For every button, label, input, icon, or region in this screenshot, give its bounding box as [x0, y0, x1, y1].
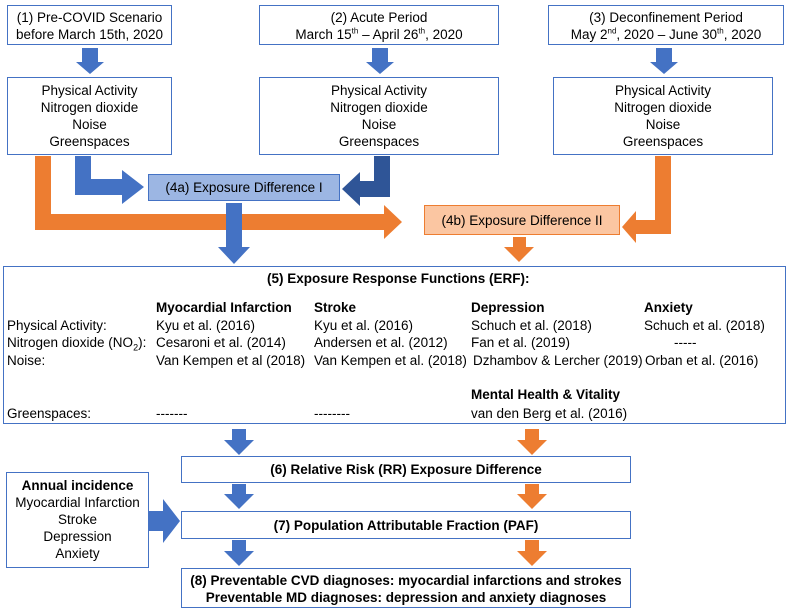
- scenario-1-dates: before March 15th, 2020: [15, 27, 164, 42]
- erf-cell: Orban et al. (2016): [645, 353, 759, 368]
- preventable-diagnoses-box: (8) Preventable CVD diagnoses: myocardia…: [181, 568, 631, 608]
- exposure-physical-activity: Physical Activity: [614, 83, 712, 98]
- erf-cell: van den Berg et al. (2016): [471, 406, 628, 421]
- preventable-cvd-line: (8) Preventable CVD diagnoses: myocardia…: [190, 573, 622, 588]
- exposure-difference-2-box: (4b) Exposure Difference II: [424, 205, 620, 235]
- erf-cell: Dzhambov & Lercher (2019): [473, 353, 643, 368]
- arrow-s2-down: [366, 48, 394, 74]
- erf-cell: Van Kempen et al. (2018): [314, 353, 467, 368]
- arrow-rr-to-paf-blue: [224, 484, 254, 509]
- arrow-s1-to-diff1: [75, 156, 144, 204]
- erf-row-label: Greenspaces:: [7, 406, 92, 421]
- exposure-difference-1-box: (4a) Exposure Difference I: [148, 174, 340, 201]
- erf-header-depression: Depression: [471, 300, 545, 315]
- arrow-erf-to-rr-blue: [224, 429, 254, 455]
- erf-cell: Schuch et al. (2018): [471, 318, 592, 333]
- scenario-3-dates: May 2nd, 2020 – June 30th, 2020: [570, 26, 762, 42]
- scenario-3-box: (3) Deconfinement Period May 2nd, 2020 –…: [548, 5, 784, 45]
- arrow-rr-to-paf-orange: [517, 484, 547, 509]
- arrow-s1-down: [76, 48, 104, 74]
- arrow-paf-to-final-orange: [517, 540, 547, 566]
- scenario-1-box: (1) Pre-COVID Scenario before March 15th…: [7, 5, 172, 45]
- erf-cell: Fan et al. (2019): [471, 335, 571, 350]
- arrow-incidence-to-paf: [149, 499, 180, 543]
- relative-risk-box: (6) Relative Risk (RR) Exposure Differen…: [181, 456, 631, 483]
- exposure-nitrogen-dioxide: Nitrogen dioxide: [40, 100, 139, 115]
- exposure-difference-1-label: (4a) Exposure Difference I: [165, 180, 323, 195]
- arrow-s3-to-diff2: [622, 156, 671, 243]
- exposures-box-2: Physical Activity Nitrogen dioxide Noise…: [259, 77, 499, 155]
- annual-incidence-title: Annual incidence: [21, 478, 134, 493]
- arrow-erf-to-rr-orange: [517, 429, 547, 455]
- annual-incidence-box: Annual incidence Myocardial Infarction S…: [6, 472, 149, 568]
- relative-risk-label: (6) Relative Risk (RR) Exposure Differen…: [270, 462, 542, 477]
- incidence-item: Depression: [43, 529, 112, 544]
- exposure-nitrogen-dioxide: Nitrogen dioxide: [330, 100, 428, 115]
- scenario-2-title: (2) Acute Period: [330, 10, 428, 25]
- exposure-physical-activity: Physical Activity: [330, 83, 428, 98]
- paf-label: (7) Population Attributable Fraction (PA…: [273, 518, 539, 533]
- erf-row-label: Physical Activity:: [7, 318, 107, 333]
- exposures-box-1: Physical Activity Nitrogen dioxide Noise…: [7, 77, 172, 155]
- incidence-item: Stroke: [57, 512, 98, 527]
- incidence-item: Myocardial Infarction: [15, 495, 140, 510]
- exposure-noise: Noise: [72, 117, 107, 132]
- erf-cell: Cesaroni et al. (2014): [156, 335, 286, 350]
- erf-cell: Kyu et al. (2016): [156, 318, 256, 333]
- erf-title: (5) Exposure Response Functions (ERF):: [267, 271, 530, 286]
- erf-cell: -----: [674, 335, 697, 350]
- arrow-diff2-to-erf: [504, 237, 534, 262]
- erf-row-label: Nitrogen dioxide (NO2):: [7, 335, 147, 353]
- scenario-2-box: (2) Acute Period March 15th – April 26th…: [259, 5, 499, 45]
- exposure-difference-2-label: (4b) Exposure Difference II: [441, 213, 603, 228]
- erf-header-anxiety: Anxiety: [644, 300, 693, 315]
- exposure-greenspaces: Greenspaces: [622, 134, 704, 149]
- erf-header-stroke: Stroke: [314, 300, 357, 315]
- incidence-item: Anxiety: [55, 546, 100, 561]
- scenario-2-dates: March 15th – April 26th, 2020: [295, 26, 463, 42]
- arrow-s2-to-diff1: [342, 156, 390, 206]
- exposure-physical-activity: Physical Activity: [41, 83, 138, 98]
- exposure-greenspaces: Greenspaces: [49, 134, 130, 149]
- erf-cell: Andersen et al. (2012): [314, 335, 448, 350]
- exposure-greenspaces: Greenspaces: [338, 134, 420, 149]
- paf-box: (7) Population Attributable Fraction (PA…: [181, 511, 631, 539]
- scenario-3-title: (3) Deconfinement Period: [589, 10, 743, 25]
- erf-header-mental-health: Mental Health & Vitality: [471, 387, 621, 402]
- exposure-noise: Noise: [645, 117, 681, 132]
- exposure-nitrogen-dioxide: Nitrogen dioxide: [614, 100, 712, 115]
- erf-cell: Schuch et al. (2018): [644, 318, 765, 333]
- arrow-diff1-to-erf: [218, 203, 250, 264]
- erf-cell: Kyu et al. (2016): [314, 318, 414, 333]
- exposure-noise: Noise: [361, 117, 397, 132]
- erf-cell: Van Kempen et al (2018): [156, 353, 306, 368]
- erf-box: [3, 266, 786, 424]
- erf-row-label: Noise:: [7, 353, 46, 368]
- erf-cell: --------: [314, 406, 350, 421]
- preventable-md-line: Preventable MD diagnoses: depression and…: [205, 590, 607, 605]
- arrow-paf-to-final-blue: [224, 540, 254, 566]
- erf-cell: -------: [156, 406, 188, 421]
- exposures-box-3: Physical Activity Nitrogen dioxide Noise…: [553, 77, 773, 155]
- erf-header-mi: Myocardial Infarction: [156, 300, 292, 315]
- arrow-s3-down: [650, 48, 678, 74]
- scenario-1-title: (1) Pre-COVID Scenario: [16, 10, 163, 25]
